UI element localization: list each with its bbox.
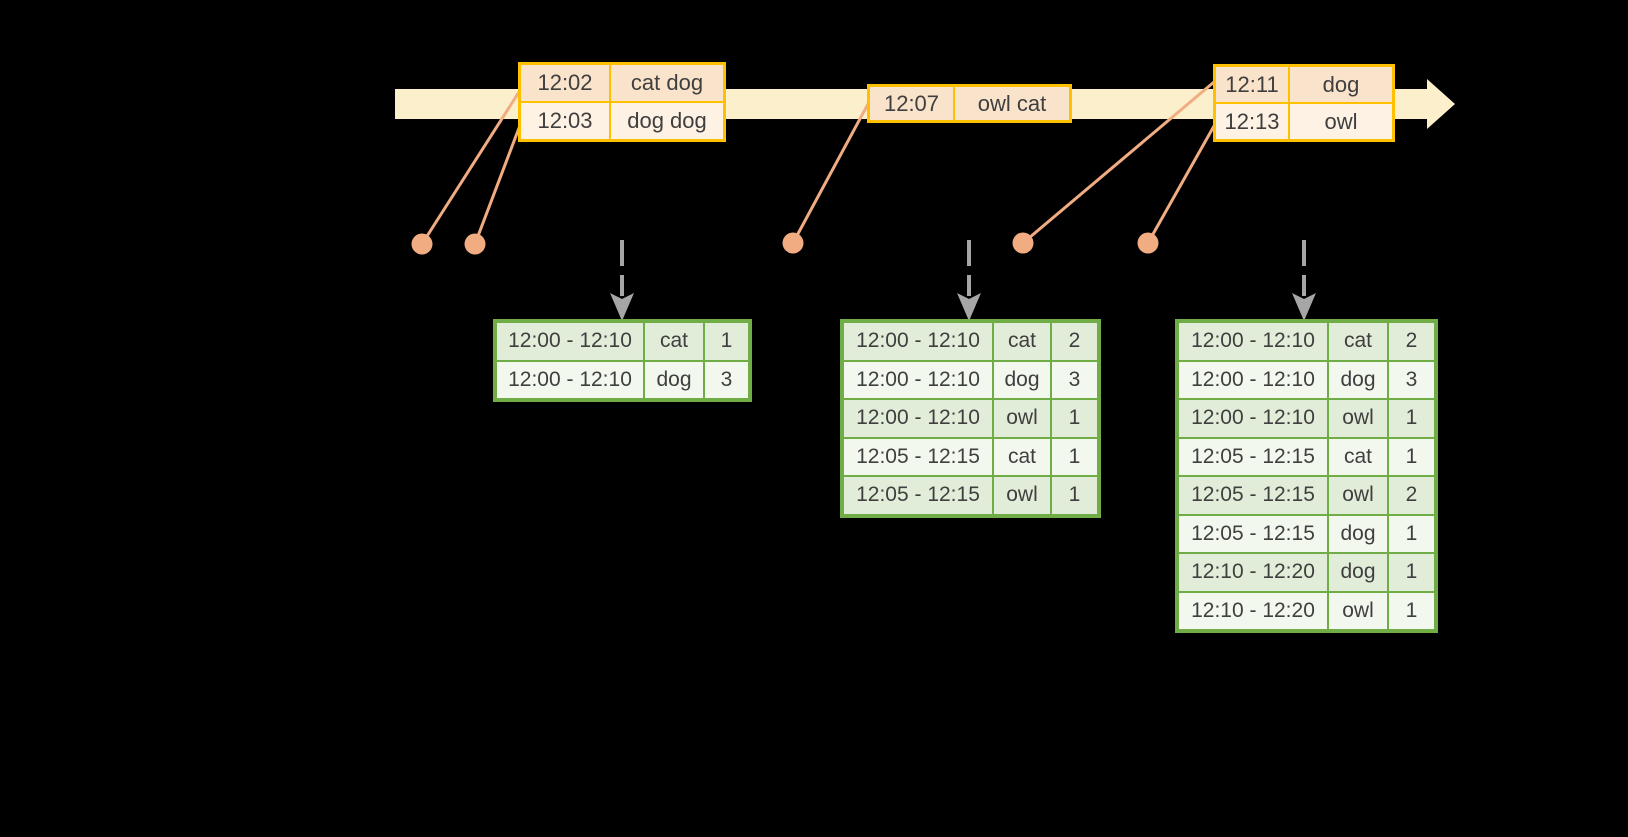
- count-cell: 1: [1052, 400, 1097, 437]
- window-cell: 12:05 - 12:15: [844, 477, 992, 514]
- connector-line: [473, 126, 521, 246]
- event-words: owl cat: [955, 87, 1069, 120]
- window-cell: 12:00 - 12:10: [497, 323, 643, 360]
- window-cell: 12:10 - 12:20: [1179, 592, 1327, 629]
- event-dot: [411, 233, 433, 255]
- connector-line: [791, 102, 870, 245]
- count-cell: 2: [1052, 323, 1097, 360]
- window-cell: 12:00 - 12:10: [1179, 323, 1327, 360]
- window-cell: 12:05 - 12:15: [1179, 477, 1327, 514]
- event-table-1: 12:02 cat dog 12:03 dog dog: [518, 62, 726, 142]
- count-cell: 3: [1052, 361, 1097, 398]
- result-table-1: 12:00 - 12:10 cat 1 12:00 - 12:10 dog 3: [493, 319, 752, 402]
- result-table-2: 12:00 - 12:10 cat 2 12:00 - 12:10 dog 3 …: [840, 319, 1101, 518]
- word-cell: dog: [994, 361, 1050, 398]
- word-cell: owl: [994, 477, 1050, 514]
- result-table-3: 12:00 - 12:10 cat 2 12:00 - 12:10 dog 3 …: [1175, 319, 1438, 633]
- count-cell: 1: [1052, 477, 1097, 514]
- event-words: owl: [1290, 104, 1392, 139]
- event-table-2: 12:07 owl cat: [867, 84, 1072, 123]
- count-cell: 3: [705, 361, 748, 398]
- word-cell: dog: [1329, 361, 1387, 398]
- event-time: 12:02: [521, 65, 609, 101]
- connector-line: [1146, 124, 1216, 245]
- event-dot: [1012, 232, 1034, 254]
- word-cell: cat: [1329, 438, 1387, 475]
- count-cell: 2: [1389, 323, 1434, 360]
- window-cell: 12:00 - 12:10: [844, 400, 992, 437]
- event-table-3: 12:11 dog 12:13 owl: [1213, 64, 1395, 142]
- count-cell: 3: [1389, 361, 1434, 398]
- count-cell: 1: [1389, 554, 1434, 591]
- window-cell: 12:05 - 12:15: [1179, 438, 1327, 475]
- word-cell: dog: [1329, 554, 1387, 591]
- count-cell: 1: [1389, 592, 1434, 629]
- arrow-down-icon: [957, 293, 981, 321]
- word-cell: cat: [994, 323, 1050, 360]
- event-time: 12:03: [521, 103, 609, 139]
- word-cell: dog: [645, 361, 703, 398]
- count-cell: 1: [705, 323, 748, 360]
- event-words: dog dog: [611, 103, 723, 139]
- event-words: dog: [1290, 67, 1392, 102]
- count-cell: 1: [1389, 400, 1434, 437]
- word-cell: cat: [1329, 323, 1387, 360]
- window-cell: 12:10 - 12:20: [1179, 554, 1327, 591]
- connector-line: [1021, 80, 1216, 245]
- word-cell: cat: [994, 438, 1050, 475]
- word-cell: owl: [994, 400, 1050, 437]
- window-cell: 12:00 - 12:10: [1179, 361, 1327, 398]
- event-words: cat dog: [611, 65, 723, 101]
- window-cell: 12:05 - 12:15: [1179, 515, 1327, 552]
- event-dot: [464, 233, 486, 255]
- arrow-right-icon: [1427, 79, 1455, 129]
- event-dot: [782, 232, 804, 254]
- window-cell: 12:00 - 12:10: [844, 361, 992, 398]
- word-cell: dog: [1329, 515, 1387, 552]
- arrow-down-icon: [610, 293, 634, 321]
- count-cell: 1: [1389, 515, 1434, 552]
- event-time: 12:07: [870, 87, 953, 120]
- word-cell: owl: [1329, 400, 1387, 437]
- event-time: 12:13: [1216, 104, 1288, 139]
- window-cell: 12:00 - 12:10: [844, 323, 992, 360]
- count-cell: 2: [1389, 477, 1434, 514]
- word-cell: owl: [1329, 592, 1387, 629]
- connector-line: [420, 90, 521, 246]
- count-cell: 1: [1052, 438, 1097, 475]
- event-dot: [1137, 232, 1159, 254]
- word-cell: owl: [1329, 477, 1387, 514]
- window-cell: 12:05 - 12:15: [844, 438, 992, 475]
- event-time: 12:11: [1216, 67, 1288, 102]
- word-cell: cat: [645, 323, 703, 360]
- window-cell: 12:00 - 12:10: [1179, 400, 1327, 437]
- arrow-down-icon: [1292, 293, 1316, 321]
- count-cell: 1: [1389, 438, 1434, 475]
- window-cell: 12:00 - 12:10: [497, 361, 643, 398]
